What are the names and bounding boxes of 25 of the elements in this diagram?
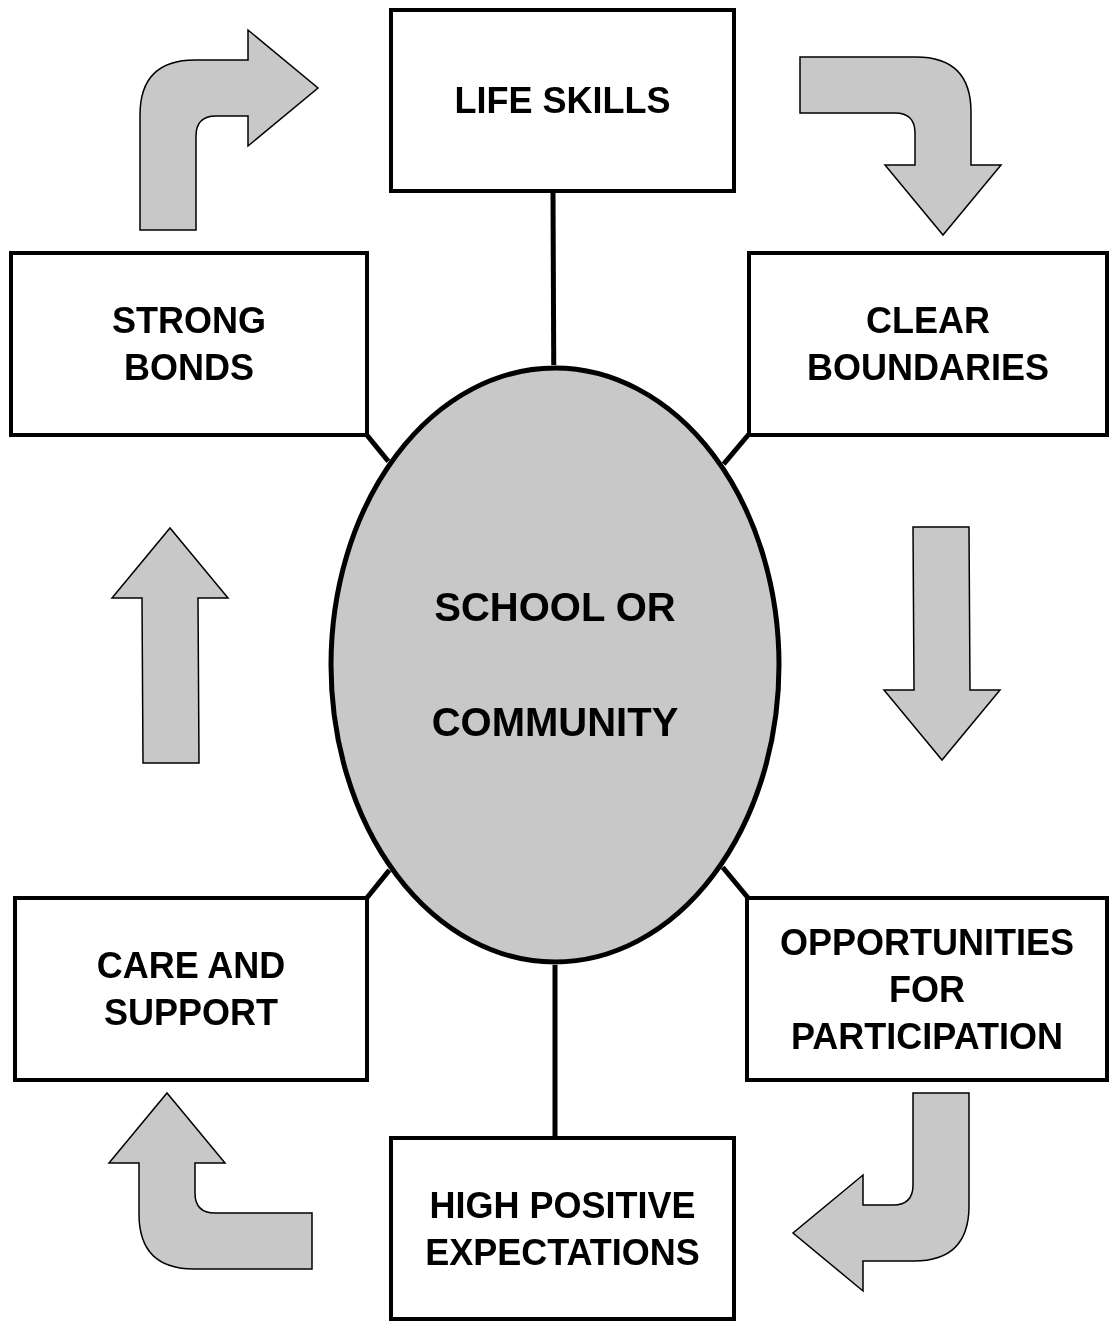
- process-box: [745, 896, 1109, 1082]
- connector-line: [552, 965, 558, 1137]
- box-label: LIFE SKILLS: [454, 79, 671, 123]
- box-label: CARE AND SUPPORT: [95, 944, 287, 1035]
- center-label: SCHOOL OR COMMUNITY: [431, 584, 679, 746]
- center-ellipse: [328, 365, 782, 965]
- process-box: [9, 251, 369, 437]
- process-box: [389, 8, 736, 193]
- block-arrow: [108, 1092, 313, 1270]
- block-arrow: [882, 526, 1002, 762]
- connector-line: [721, 432, 751, 466]
- box-label: CLEAR BOUNDARIES: [806, 299, 1050, 390]
- box-label: HIGH POSITIVE EXPECTATIONS: [425, 1183, 700, 1275]
- block-arrow: [139, 29, 319, 231]
- connector-line: [550, 192, 557, 365]
- process-box: [13, 896, 369, 1082]
- block-arrow: [799, 56, 1002, 236]
- box-label: STRONG BONDS: [112, 299, 266, 390]
- block-arrow: [792, 1092, 970, 1292]
- process-box: [389, 1136, 736, 1321]
- connector-line: [720, 865, 751, 901]
- process-box: [747, 251, 1109, 437]
- box-label: OPPORTUNITIES FOR PARTICIPATION: [779, 920, 1075, 1059]
- block-arrow: [110, 526, 230, 764]
- connector-line: [364, 868, 392, 901]
